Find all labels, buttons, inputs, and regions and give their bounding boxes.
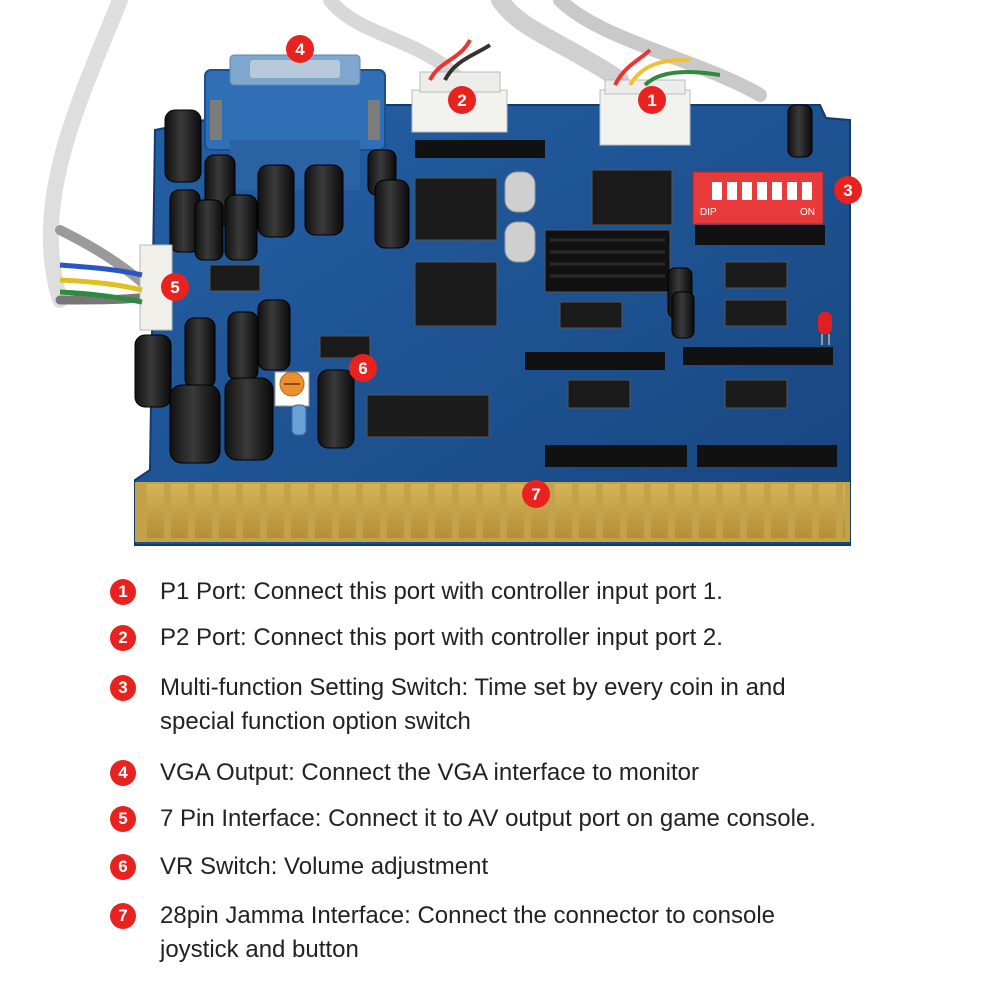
vga-port [204,54,386,190]
svg-text:2: 2 [457,91,466,110]
legend-badge: 3 [110,675,136,701]
legend-badge: 2 [110,625,136,651]
dip-on-label: ON [800,207,815,218]
resistor [291,404,307,436]
legend-text: P2 Port: Connect this port with controll… [160,624,723,651]
led [818,312,832,345]
svg-text:7: 7 [531,485,540,504]
pin-headers [415,140,837,467]
dip-label: DIP [700,207,717,218]
vr-potentiometer [274,371,310,407]
callout-markers: 1 2 3 4 5 6 7 [161,35,862,508]
pcb-board-photo: DIP ON [42,0,862,546]
heatsink [550,238,665,278]
marker-1: 1 [638,86,666,114]
legend-badge: 7 [110,903,136,929]
marker-7: 7 [522,480,550,508]
legend-text: P1 Port: Connect this port with controll… [160,578,723,605]
ic-chips [209,169,788,438]
svg-text:1: 1 [647,91,656,110]
legend-badge: 6 [110,854,136,880]
legend: 1 P1 Port: Connect this port with contro… [0,560,1001,1001]
capacitors [134,104,813,464]
crystals [504,171,536,263]
svg-text:4: 4 [295,40,305,59]
legend-badge: 5 [110,806,136,832]
marker-3: 3 [834,176,862,204]
legend-text: VR Switch: Volume adjustment [160,853,489,880]
legend-text: 7 Pin Interface: Connect it to AV output… [160,805,816,832]
legend-badge: 4 [110,760,136,786]
svg-text:3: 3 [843,181,852,200]
legend-text: Multi-function Setting Switch: Time set … [160,674,786,735]
marker-6: 6 [349,354,377,382]
marker-2: 2 [448,86,476,114]
svg-text:6: 6 [358,359,367,378]
legend-badge: 1 [110,579,136,605]
dip-switch: DIP ON [692,171,824,225]
legend-text: VGA Output: Connect the VGA interface to… [160,759,699,786]
svg-text:5: 5 [170,278,179,297]
legend-text: 28pin Jamma Interface: Connect the conne… [160,902,776,963]
marker-4: 4 [286,35,314,63]
marker-5: 5 [161,273,189,301]
